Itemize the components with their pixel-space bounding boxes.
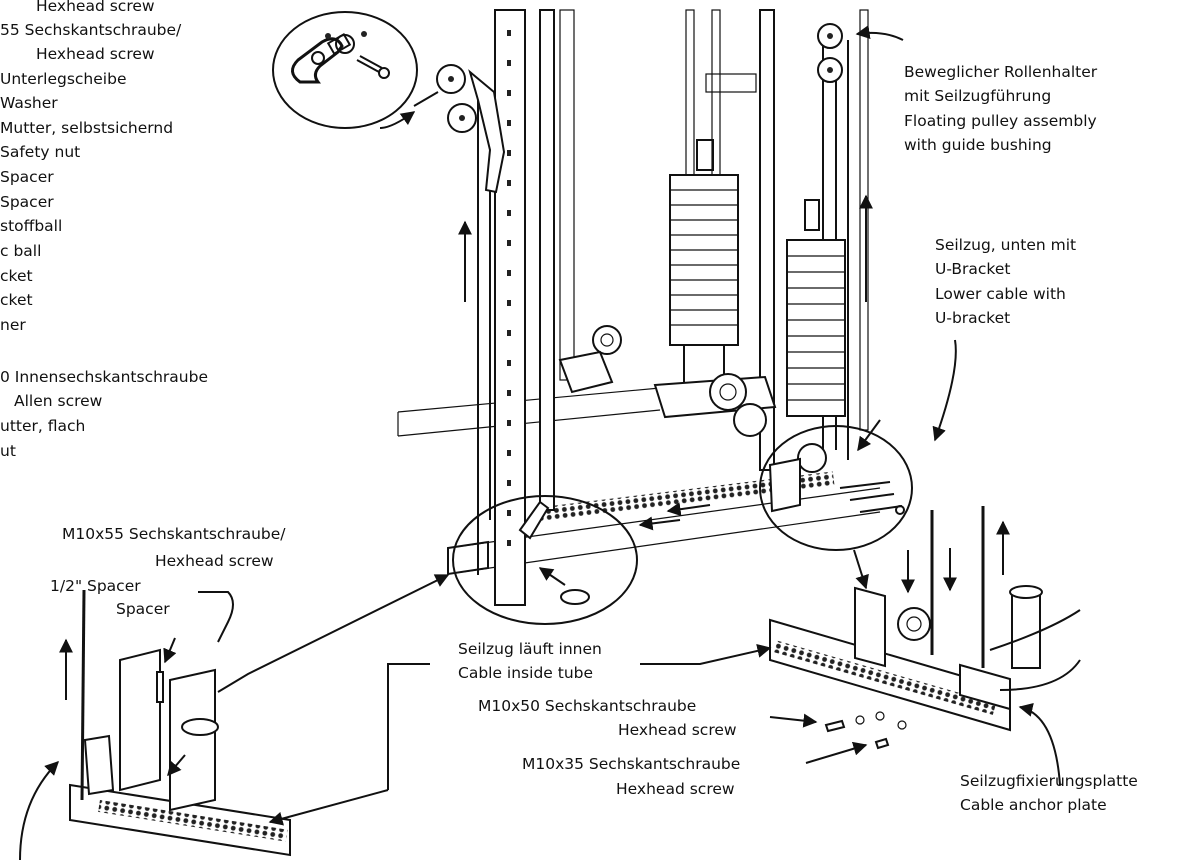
parts-list: Hexhead screw 55 Sechskantschraube/ Hexh… <box>0 0 208 460</box>
lower-left-detail <box>19 574 450 861</box>
callout-line: M10x35 Sechskantschraube <box>522 755 740 773</box>
parts-list-line: stoffball <box>0 217 62 235</box>
parts-list-line: Spacer <box>0 193 54 211</box>
callout-m10x35: M10x35 Sechskantschraube Hexhead screw <box>522 755 740 798</box>
callout-left-spacer: 1/2" Spacer Spacer <box>50 577 170 618</box>
anchor-plate-detail <box>769 506 1081 786</box>
parts-list-line: Spacer <box>0 168 54 186</box>
parts-list-line: ner <box>0 316 26 334</box>
pulley-hook-detail <box>272 11 418 129</box>
parts-list-line: Hexhead screw <box>36 45 155 63</box>
parts-list-line: Safety nut <box>0 143 80 161</box>
parts-list-line: Hexhead screw <box>36 0 155 15</box>
callout-line: U-bracket <box>935 309 1010 327</box>
callout-anchor-plate: Seilzugfixierungsplatte Cable anchor pla… <box>960 772 1138 814</box>
callout-line: Seilzug läuft innen <box>458 640 602 658</box>
callout-line: Seilzugfixierungsplatte <box>960 772 1138 790</box>
parts-list-line: 55 Sechskantschraube/ <box>0 21 182 39</box>
parts-list-line: Washer <box>0 94 58 112</box>
cable-inside-leader <box>387 648 770 790</box>
callout-line: M10x55 Sechskantschraube/ <box>62 525 286 543</box>
callout-line: with guide bushing <box>904 136 1052 154</box>
callout-line: Spacer <box>116 600 170 618</box>
callout-line: Hexhead screw <box>155 552 274 570</box>
callout-line: Seilzug, unten mit <box>935 236 1076 254</box>
parts-list-line: c ball <box>0 242 41 260</box>
parts-list-line: Unterlegscheibe <box>0 70 126 88</box>
callout-line: Cable anchor plate <box>960 796 1107 814</box>
callout-line: Lower cable with <box>935 285 1066 303</box>
callout-floating-pulley: Beweglicher Rollenhalter mit Seilzugführ… <box>904 63 1098 154</box>
callout-line: Hexhead screw <box>618 721 737 739</box>
lower-right-detail <box>759 419 913 590</box>
callout-cable-inside: Seilzug läuft innen Cable inside tube <box>458 640 602 682</box>
parts-list-line: Allen screw <box>14 392 103 410</box>
callout-line: M10x50 Sechskantschraube <box>478 697 696 715</box>
callout-m10x50: M10x50 Sechskantschraube Hexhead screw <box>478 697 737 739</box>
lower-pulley-detail <box>452 495 638 625</box>
callout-left-screw: M10x55 Sechskantschraube/ Hexhead screw <box>62 525 286 570</box>
callout-line: U-Bracket <box>935 260 1010 278</box>
callout-line: 1/2" Spacer <box>50 577 141 595</box>
callout-line: Floating pulley assembly <box>904 112 1097 130</box>
parts-list-line: 0 Innensechskantschraube <box>0 368 208 386</box>
callout-line: mit Seilzugführung <box>904 87 1051 105</box>
callout-line: Beweglicher Rollenhalter <box>904 63 1098 81</box>
parts-list-line: cket <box>0 291 33 309</box>
parts-list-line: cket <box>0 267 33 285</box>
parts-list-line: Mutter, selbstsichernd <box>0 119 173 137</box>
callout-lower-cable: Seilzug, unten mit U-Bracket Lower cable… <box>935 236 1076 327</box>
parts-list-line: utter, flach <box>0 417 85 435</box>
parts-list-line: ut <box>0 442 16 460</box>
callout-line: Hexhead screw <box>616 780 735 798</box>
callout-line: Cable inside tube <box>458 664 593 682</box>
gym-frame <box>397 9 881 606</box>
